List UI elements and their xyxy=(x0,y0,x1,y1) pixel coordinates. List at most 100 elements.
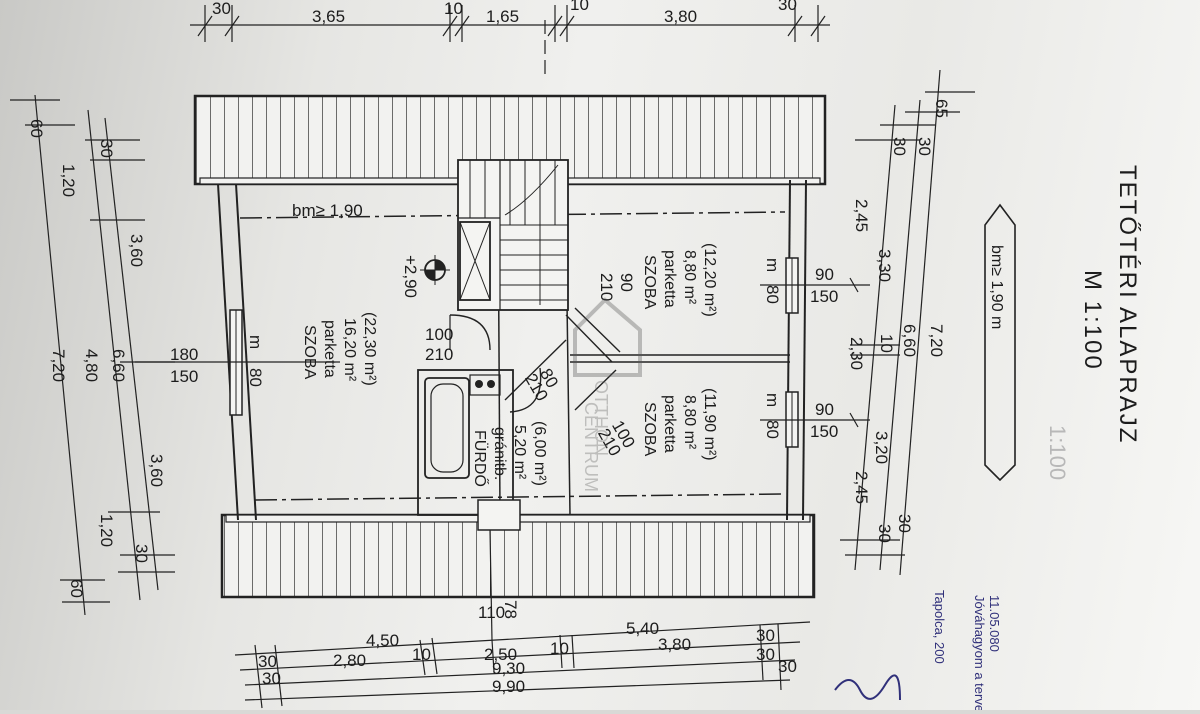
win-rb-h: 150 xyxy=(810,422,838,441)
bathroom-outline xyxy=(417,369,514,516)
win-rt-m: m xyxy=(763,258,782,272)
bottom-dim-texts: 4,50 5,40 30 30 2,80 10 2,50 10 3,80 30 … xyxy=(258,619,797,696)
left-dim-texts: 60 7,20 60 3,60 3,60 30 6,60 30 1,20 4,8… xyxy=(27,119,166,598)
right-dim-30a: 30 xyxy=(915,137,934,156)
bottom-dim-10b: 10 xyxy=(550,639,569,658)
watermark: OTTHON CENTRUM xyxy=(573,297,642,492)
room-top: SZOBA parketta 8,80 m² (12,20 m²) xyxy=(641,243,718,317)
room-top-floor: parketta xyxy=(661,250,678,308)
floor-plan xyxy=(135,94,870,641)
watermark-line2: CENTRUM xyxy=(581,402,601,492)
room-large: SZOBA parketta 16,20 m² (22,30 m²) xyxy=(301,312,378,386)
plan-scale: M 1:100 xyxy=(1079,270,1106,371)
room-bottom-total: (11,90 m²) xyxy=(701,388,718,461)
room-bath-name: FÜRDŐ xyxy=(471,430,490,487)
right-dim-230: 2,30 xyxy=(847,337,866,370)
right-dim-30b: 30 xyxy=(895,514,914,533)
right-dim-65: 65 xyxy=(932,99,951,118)
bottom-dim-450: 4,50 xyxy=(366,631,399,650)
room-large-total: (22,30 m²) xyxy=(361,312,378,386)
left-dim-60a: 60 xyxy=(27,119,46,138)
room-bottom: SZOBA parketta 8,80 m² (11,90 m²) xyxy=(641,388,718,461)
level-label: +2,90 xyxy=(401,255,420,298)
plan-title: TETŐTÉRI ALAPRAJZ xyxy=(1114,165,1141,444)
bottom-dim-30e: 30 xyxy=(778,657,797,676)
left-dim-120a: 1,20 xyxy=(59,164,78,197)
right-dimension-chains xyxy=(840,69,975,576)
left-dim-720: 7,20 xyxy=(49,349,68,382)
win-rt-sill: 80 xyxy=(763,285,782,304)
left-dim-360a: 3,60 xyxy=(127,234,146,267)
stair-note2: 110 xyxy=(478,603,505,622)
title-block: TETŐTÉRI ALAPRAJZ M 1:100 1:100 xyxy=(1045,165,1141,480)
headroom-badge: bm≥ 1,90 m xyxy=(984,203,1016,482)
right-dim-30c: 30 xyxy=(890,137,909,156)
right-dim-30d: 30 xyxy=(875,524,894,543)
handwriting: 11.05.080 Jóváhagyom a tervet Tapolca, 2… xyxy=(834,590,1002,714)
door-main-h: 210 xyxy=(425,345,453,364)
room-top-total: (12,20 m²) xyxy=(701,243,718,317)
top-dim-2: 10 xyxy=(444,0,463,18)
win-left-h: 150 xyxy=(170,367,198,386)
room-bath-total: (6,00 m²) xyxy=(531,421,548,486)
right-dim-720: 7,20 xyxy=(927,324,946,357)
top-dim-6: 30 xyxy=(778,0,797,14)
top-dim-4: 10 xyxy=(570,0,589,14)
right-dim-320: 3,20 xyxy=(872,431,891,464)
headroom-label: bm≥ 1,90 xyxy=(292,201,363,220)
right-dim-660: 6,60 xyxy=(900,324,919,357)
win-left-m: m xyxy=(246,335,265,349)
win-rb-m: m xyxy=(763,393,782,407)
room-large-floor: parketta xyxy=(321,320,338,378)
room-top-area: 8,80 m² xyxy=(681,250,698,305)
left-dim-660: 6,60 xyxy=(109,349,128,382)
room-large-area: 16,20 m² xyxy=(341,318,358,382)
bottom-dim-30d: 30 xyxy=(262,669,281,688)
plan-scale-ghost: 1:100 xyxy=(1045,425,1070,480)
room-bottom-floor: parketta xyxy=(661,395,678,453)
top-dim-1: 3,65 xyxy=(312,7,345,26)
win-rb-w: 90 xyxy=(815,400,834,419)
win-rt-w: 90 xyxy=(815,265,834,284)
room-bottom-name: SZOBA xyxy=(641,402,658,457)
bottom-dim-250: 2,50 xyxy=(484,645,517,664)
headroom-badge-text: bm≥ 1,90 m xyxy=(988,245,1005,329)
signature xyxy=(834,674,901,701)
left-dim-120b: 1,20 xyxy=(97,514,116,547)
door-main-w: 100 xyxy=(425,325,453,344)
top-dimension-chain xyxy=(190,5,830,80)
top-dim-5: 3,80 xyxy=(664,7,697,26)
door-small-w: 90 xyxy=(617,273,636,292)
left-dim-30b: 30 xyxy=(132,544,151,563)
left-dim-30a: 30 xyxy=(97,139,116,158)
win-left-sill: 80 xyxy=(246,368,265,387)
handwritten-approval: Jóváhagyom a tervet xyxy=(972,595,987,710)
right-dim-330: 3,30 xyxy=(875,249,894,282)
room-bath-area: 5,20 m² xyxy=(511,425,528,480)
top-dim-0: 30 xyxy=(212,0,231,18)
bottom-dim-380: 3,80 xyxy=(658,635,691,654)
room-bottom-area: 8,80 m² xyxy=(681,395,698,450)
left-dim-360b: 3,60 xyxy=(147,454,166,487)
win-rb-sill: 80 xyxy=(763,420,782,439)
handwritten-place: Tapolca, 200 xyxy=(932,590,947,664)
win-left-w: 180 xyxy=(170,345,198,364)
washbasin xyxy=(469,374,501,396)
bottom-dim-930: 9,30 xyxy=(492,659,525,678)
bottom-dim-30a: 30 xyxy=(756,626,775,645)
bottom-dim-30c: 30 xyxy=(756,645,775,664)
handwritten-date: 11.05.080 xyxy=(987,595,1002,652)
top-dim-3: 1,65 xyxy=(486,7,519,26)
win-rt-h: 150 xyxy=(810,287,838,306)
left-dim-60b: 60 xyxy=(67,579,86,598)
right-dim-10: 10 xyxy=(877,334,896,353)
bottom-dim-990: 9,90 xyxy=(492,677,525,696)
room-large-name: SZOBA xyxy=(301,325,318,380)
bottom-dim-10a: 10 xyxy=(412,645,431,664)
bathtub xyxy=(424,377,470,479)
room-top-name: SZOBA xyxy=(641,255,658,310)
right-dim-245a: 2,45 xyxy=(852,199,871,232)
bottom-dimension-chains xyxy=(234,621,811,709)
